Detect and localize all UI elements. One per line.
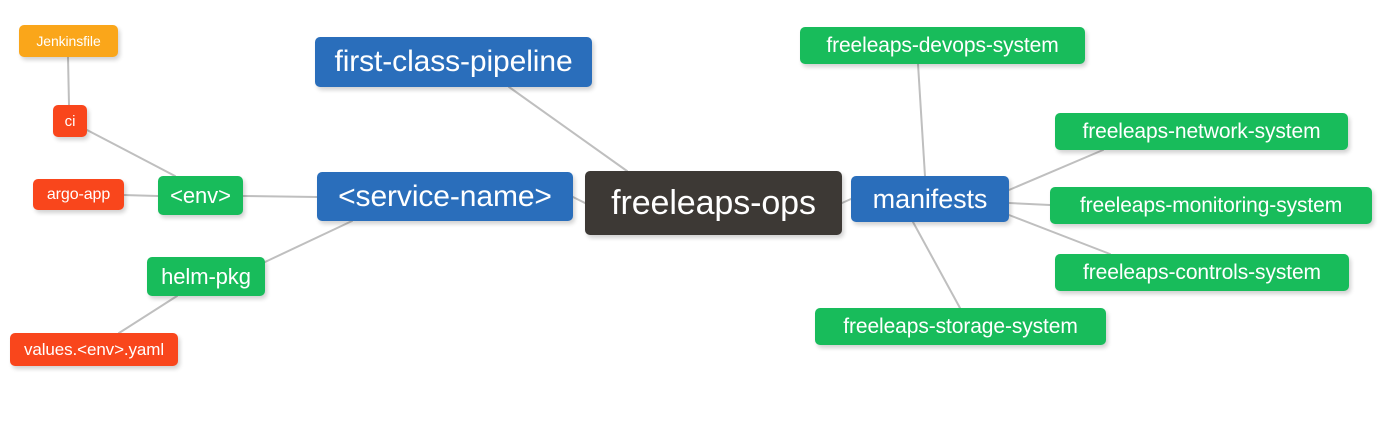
node-label-freeleaps-controls-system: freeleaps-controls-system [1083,261,1321,284]
edge-manifests-to-freeleaps-monitoring-system [1008,202,1051,206]
node-label-helm-pkg: helm-pkg [161,263,251,289]
node-label-freeleaps-network-system: freeleaps-network-system [1082,120,1321,143]
edge-env-to-ci [86,129,176,177]
node-freeleaps-network-system[interactable]: freeleaps-network-system [1055,113,1348,150]
node-label-freeleaps-storage-system: freeleaps-storage-system [843,315,1078,338]
node-ci[interactable]: ci [53,105,87,137]
node-freeleaps-storage-system[interactable]: freeleaps-storage-system [815,308,1106,345]
edge-env-to-argo-app [123,194,159,197]
node-label-service-name: <service-name> [338,179,552,213]
edge-manifests-to-freeleaps-devops-system [917,63,926,177]
node-label-ci: ci [64,112,76,130]
node-freeleaps-devops-system[interactable]: freeleaps-devops-system [800,27,1085,64]
node-values-env-yaml[interactable]: values.<env>.yaml [10,333,178,366]
node-helm-pkg[interactable]: helm-pkg [147,257,265,296]
node-service-name[interactable]: <service-name> [317,172,573,221]
edge-freeleaps-ops-to-manifests [841,198,852,204]
node-manifests[interactable]: manifests [851,176,1009,222]
node-freeleaps-monitoring-system[interactable]: freeleaps-monitoring-system [1050,187,1372,224]
edge-freeleaps-ops-to-first-class-pipeline [508,86,628,172]
node-label-freeleaps-monitoring-system: freeleaps-monitoring-system [1079,194,1343,217]
node-freeleaps-ops[interactable]: freeleaps-ops [585,171,842,235]
edge-manifests-to-freeleaps-storage-system [912,221,961,309]
node-jenkinsfile[interactable]: Jenkinsfile [19,25,118,57]
node-label-values-env-yaml: values.<env>.yaml [23,340,165,359]
node-argo-app[interactable]: argo-app [33,179,124,210]
node-label-jenkinsfile: Jenkinsfile [36,33,101,49]
edge-manifests-to-freeleaps-network-system [1008,149,1104,191]
edge-service-name-to-env [242,195,318,198]
edge-service-name-to-helm-pkg [264,220,353,263]
node-label-env: <env> [170,182,231,208]
node-label-manifests: manifests [872,183,988,214]
node-env[interactable]: <env> [158,176,243,215]
node-freeleaps-controls-system[interactable]: freeleaps-controls-system [1055,254,1349,291]
node-label-argo-app: argo-app [46,185,111,203]
edge-freeleaps-ops-to-service-name [572,196,586,204]
node-first-class-pipeline[interactable]: first-class-pipeline [315,37,592,87]
node-label-first-class-pipeline: first-class-pipeline [334,45,573,78]
node-label-freeleaps-ops: freeleaps-ops [611,184,816,222]
edge-ci-to-jenkinsfile [67,56,70,106]
edge-helm-pkg-to-values-env-yaml [118,295,178,334]
node-label-freeleaps-devops-system: freeleaps-devops-system [826,34,1059,57]
